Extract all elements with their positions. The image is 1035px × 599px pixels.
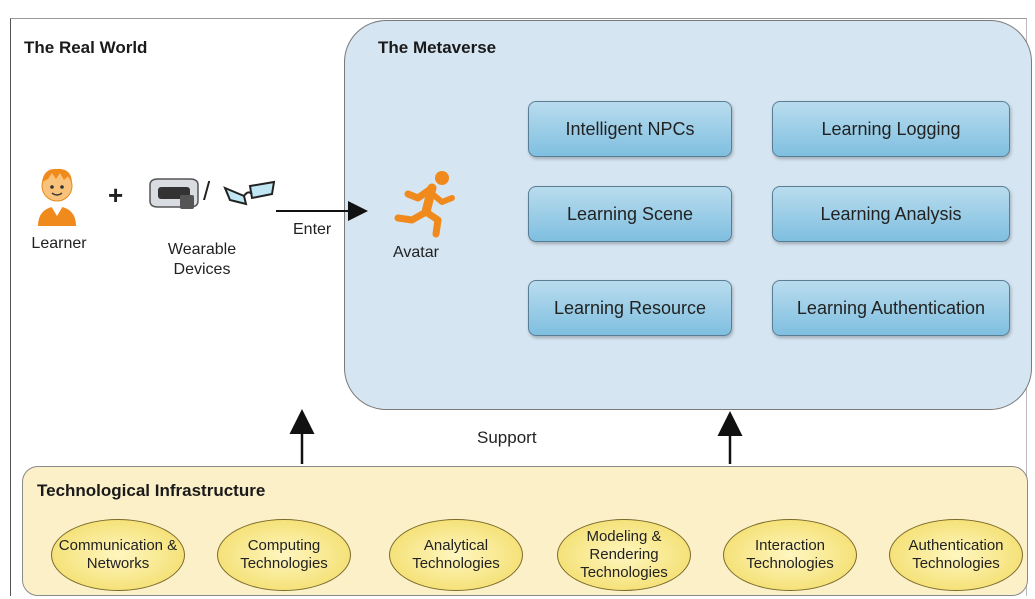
vr-headset-icon [149, 178, 199, 209]
infrastructure-container: Technological Infrastructure Communicati… [22, 466, 1028, 596]
module-intelligent-npcs: Intelligent NPCs [528, 101, 732, 157]
tech-modeling-rendering: Modeling & Rendering Technologies [557, 519, 691, 591]
tech-communication-networks: Communication & Networks [51, 519, 185, 591]
module-learning-resource: Learning Resource [528, 280, 732, 336]
tech-authentication: Authentication Technologies [889, 519, 1023, 591]
glasses-icon [223, 180, 276, 206]
support-label: Support [477, 428, 537, 447]
tech-interaction: Interaction Technologies [723, 519, 857, 591]
tech-analytical: Analytical Technologies [389, 519, 523, 591]
wearable-devices-label: Wearable Devices [167, 241, 237, 278]
enter-label: Enter [293, 221, 332, 238]
module-learning-analysis: Learning Analysis [772, 186, 1010, 242]
avatar-label: Avatar [393, 244, 439, 261]
slash: / [203, 176, 211, 206]
tech-computing: Computing Technologies [217, 519, 351, 591]
module-learning-scene: Learning Scene [528, 186, 732, 242]
module-learning-authentication: Learning Authentication [772, 280, 1010, 336]
learner-label: Learner [31, 235, 87, 252]
infrastructure-title: Technological Infrastructure [37, 481, 266, 500]
learner-icon [38, 168, 76, 226]
module-learning-logging: Learning Logging [772, 101, 1010, 157]
plus-sign: + [108, 180, 124, 210]
real-world-title: The Real World [24, 38, 148, 57]
metaverse-title: The Metaverse [378, 38, 497, 57]
running-avatar-icon [394, 171, 455, 238]
